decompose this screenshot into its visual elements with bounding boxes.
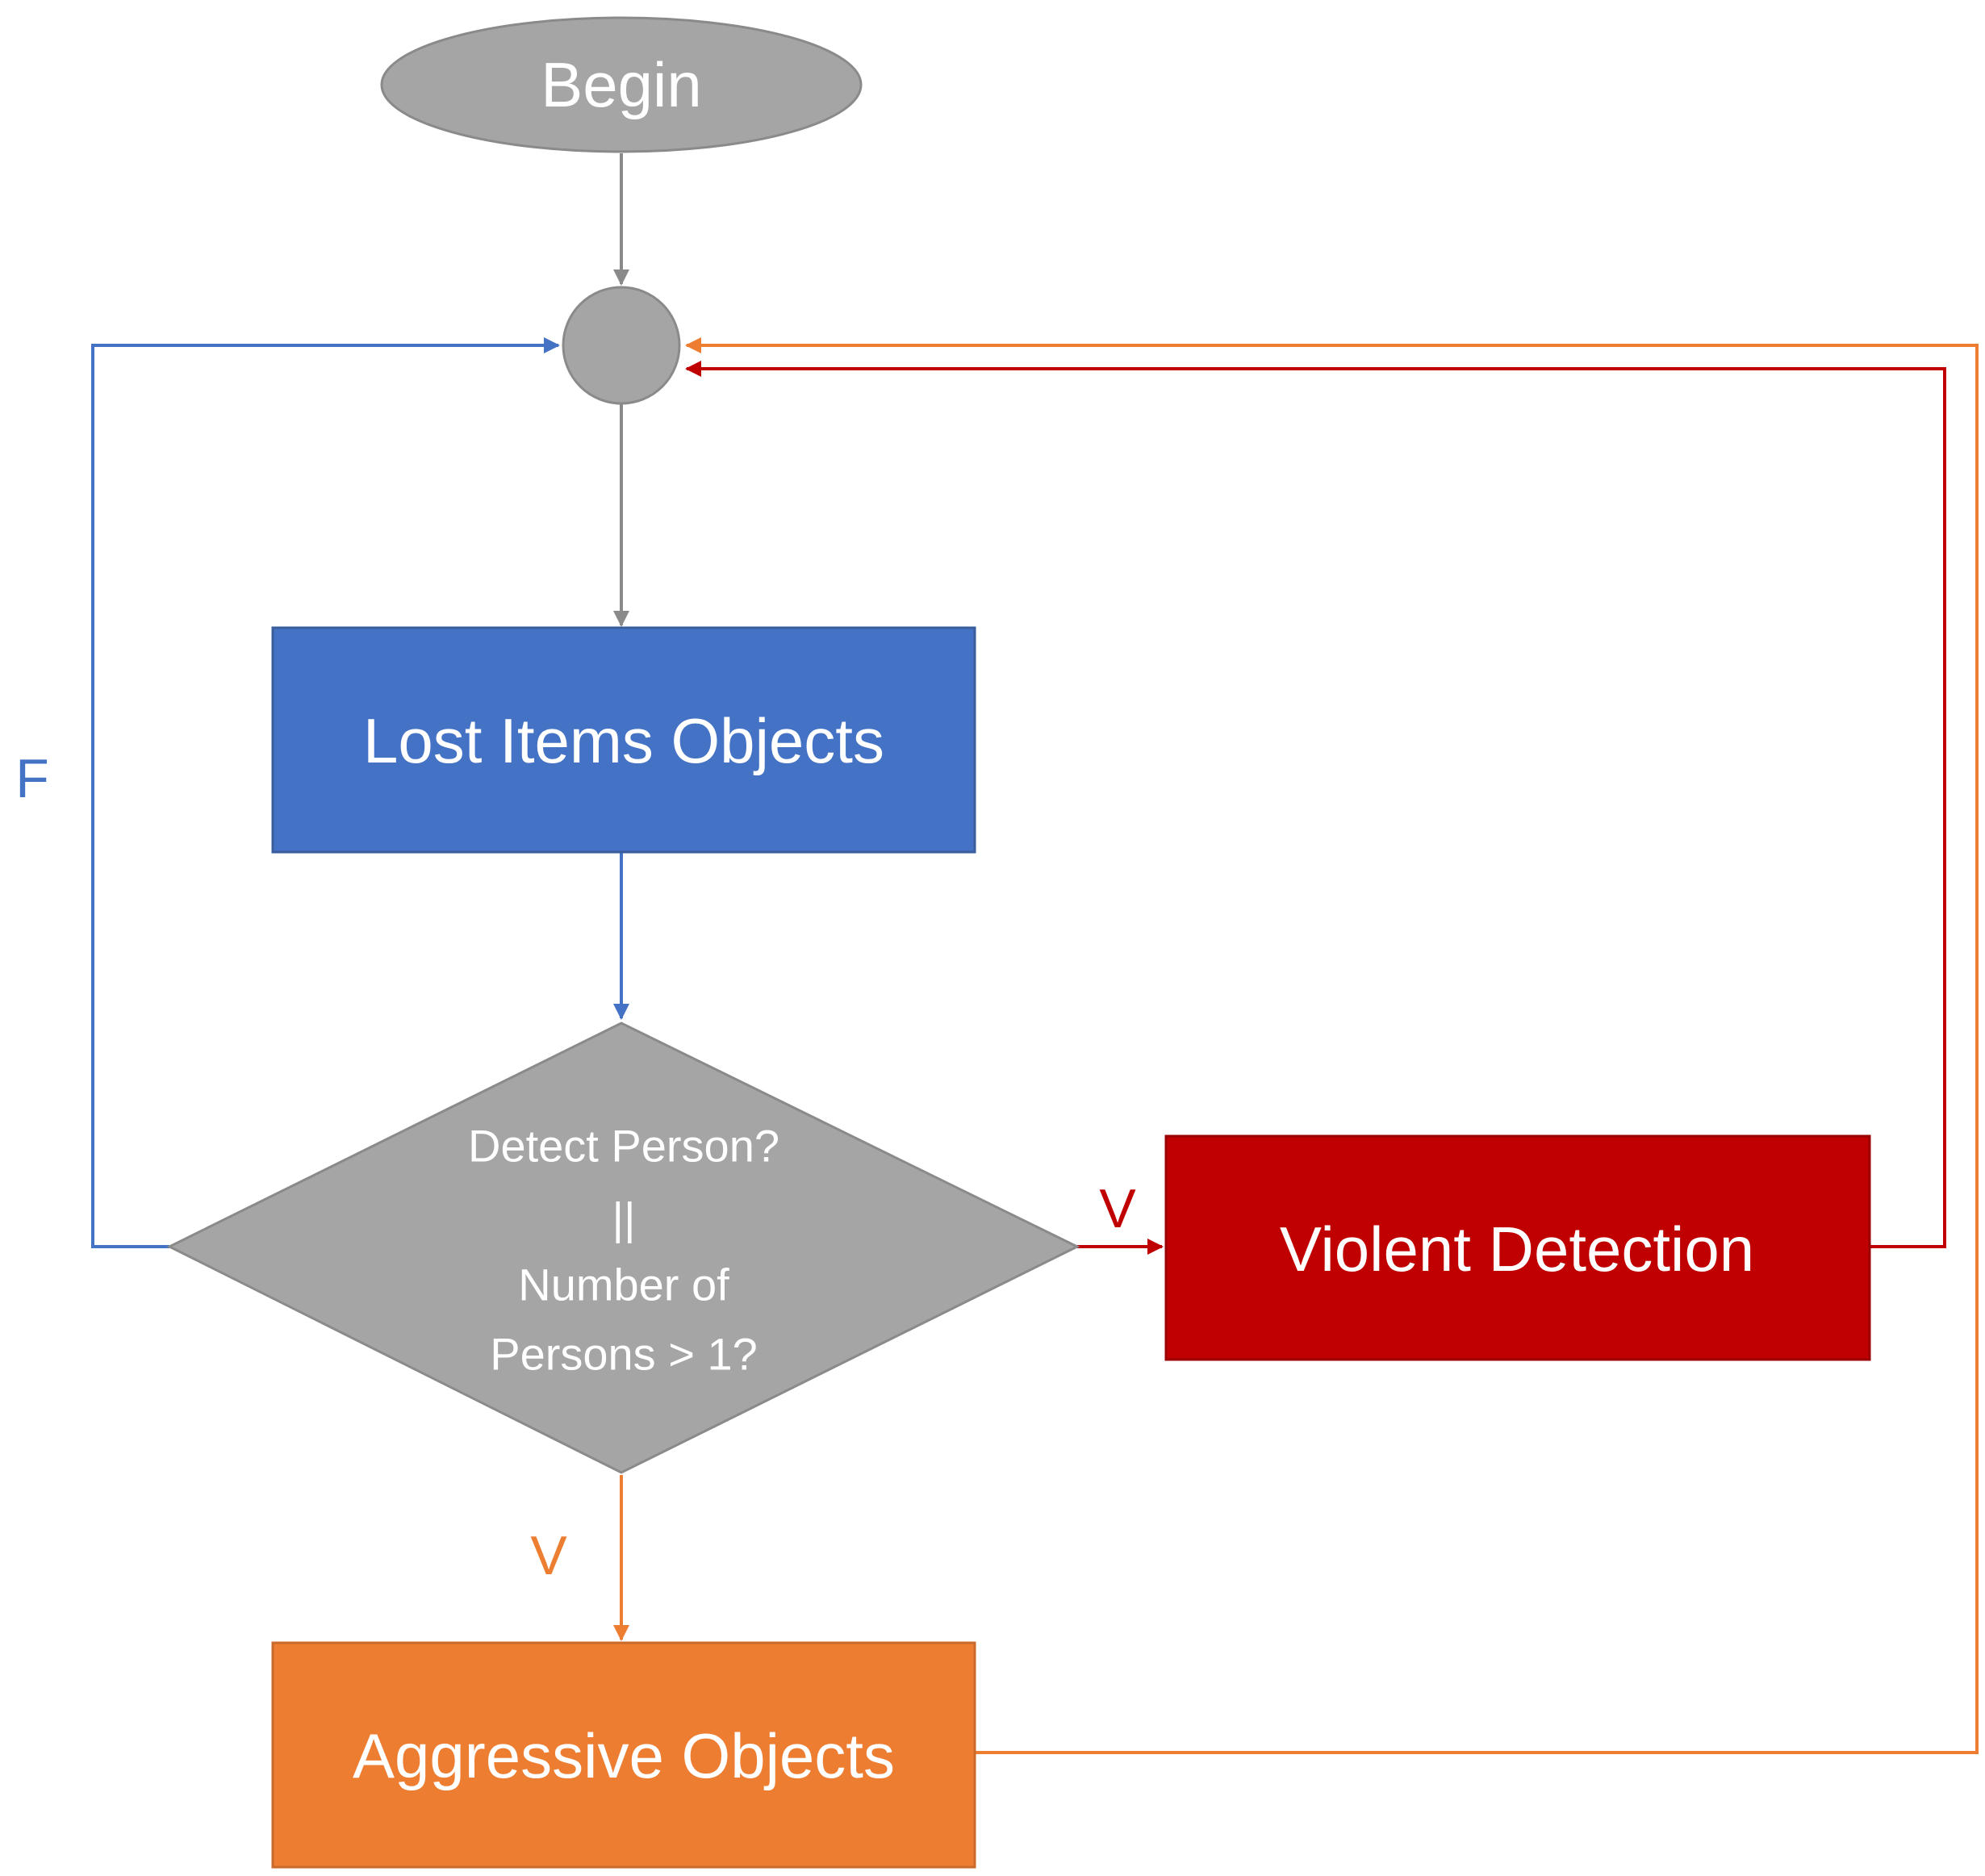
node-begin: Begin [380,16,863,153]
decision-line-3: Number of [518,1260,729,1310]
edge-false-loop [91,337,560,1248]
node-begin-label: Begin [541,49,702,120]
decision-line-2: || [612,1193,635,1244]
node-violent: Violent Detection [1164,1134,1871,1361]
node-decision: Detect Person? || Number of Persons > 1? [166,1022,1080,1474]
node-aggressive-label: Aggressive Objects [353,1720,895,1791]
node-aggressive: Aggressive Objects [271,1641,976,1869]
node-junction [562,286,681,405]
node-lost-items-label: Lost Items Objects [363,705,884,776]
edge-label-aggressive: V [530,1525,567,1586]
edge-label-violent: V [1099,1178,1136,1239]
edge-aggressive-loop [685,337,1979,1754]
edge-label-false: F [15,748,49,809]
decision-line-1: Detect Person? [468,1121,779,1172]
edge-violent-loop [685,361,1946,1248]
node-violent-label: Violent Detection [1280,1214,1754,1285]
decision-line-4: Persons > 1? [490,1329,758,1380]
node-lost-items: Lost Items Objects [271,626,976,854]
